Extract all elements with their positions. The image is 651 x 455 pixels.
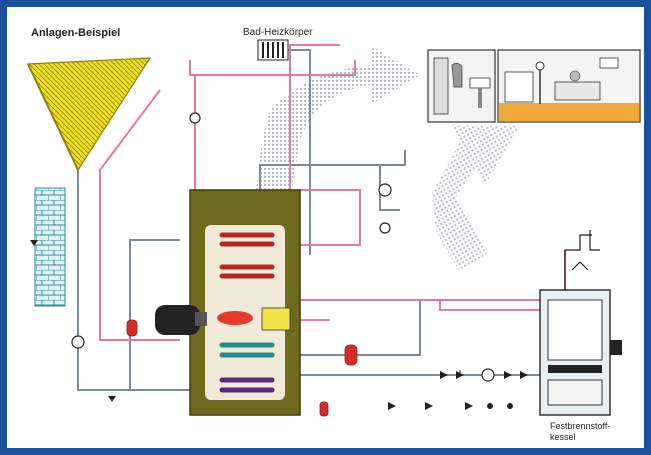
living-room-icon [498,50,640,122]
radiator-icon [258,40,288,60]
storage-tank-icon [190,190,300,415]
diagram-title: Anlagen-Beispiel [31,27,120,39]
boiler-label-line2: kessel [550,432,576,442]
solid-fuel-boiler-icon [540,290,622,415]
bathroom-icon [428,50,495,122]
boiler-label: Festbrennstoff- kessel [550,421,630,443]
wall-icon [35,188,65,306]
heating-system-diagram [7,7,644,448]
chimney-icon [565,230,600,290]
radiator-label: Bad-Heizkörper [243,27,312,38]
boiler-label-line1: Festbrennstoff- [550,421,610,431]
solar-collector-icon [28,58,150,170]
